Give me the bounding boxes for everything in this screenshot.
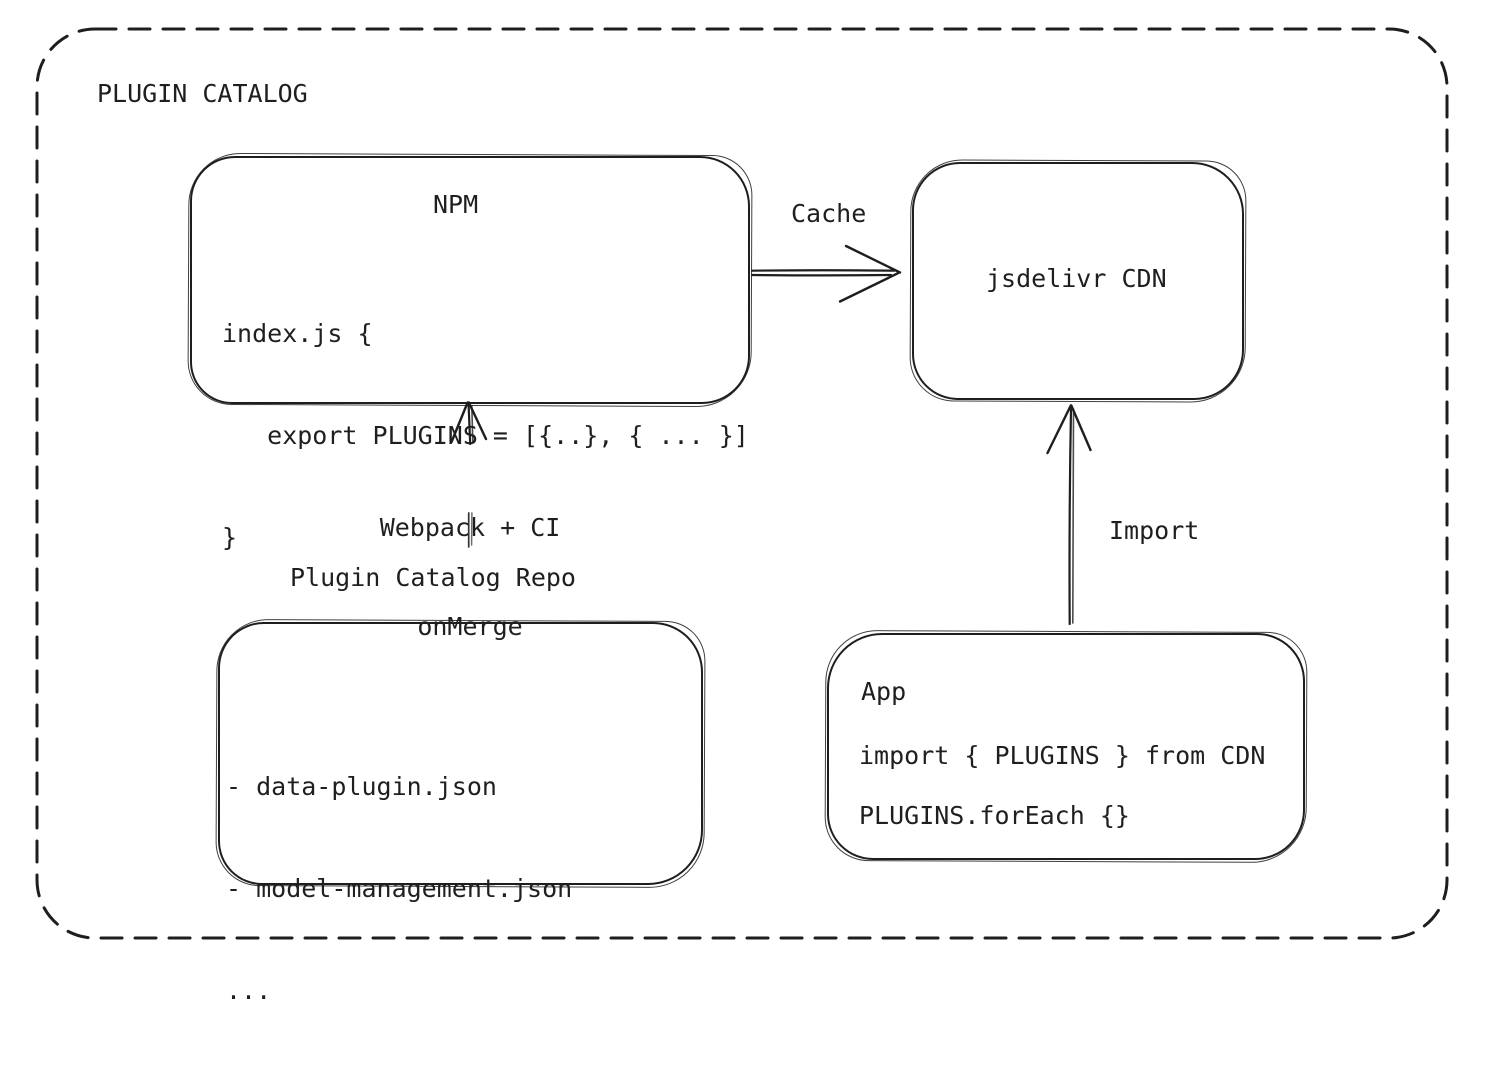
build-arrow-label-line2: onMerge [417,612,523,641]
node-cdn-label: jsdelivr CDN [986,264,1167,293]
repo-file-item: - model-management.json [226,874,573,903]
build-arrow-label-line1: Webpack + CI [379,513,561,542]
node-repo-label: Plugin Catalog Repo [290,563,576,592]
import-arrow [1046,404,1092,626]
node-npm-title: NPM [433,190,479,219]
node-repo-files: - data-plugin.json - model-management.js… [226,702,572,1076]
import-arrow-label: Import [1109,516,1200,545]
node-app-code-line1: import { PLUGINS } from CDN [859,741,1266,770]
diagram-title: PLUGIN CATALOG [97,79,308,108]
cache-arrow-label: Cache [791,199,867,228]
repo-file-item: - data-plugin.json [226,772,497,801]
diagram-canvas: PLUGIN CATALOG NPM index.js { export PLU… [0,0,1506,1002]
cache-arrow [750,244,902,303]
node-app-code-line2: PLUGINS.forEach {} [859,801,1130,830]
code-line: index.js { [222,319,373,348]
repo-file-item: ... [226,976,272,1005]
node-app-title: App [861,677,907,706]
